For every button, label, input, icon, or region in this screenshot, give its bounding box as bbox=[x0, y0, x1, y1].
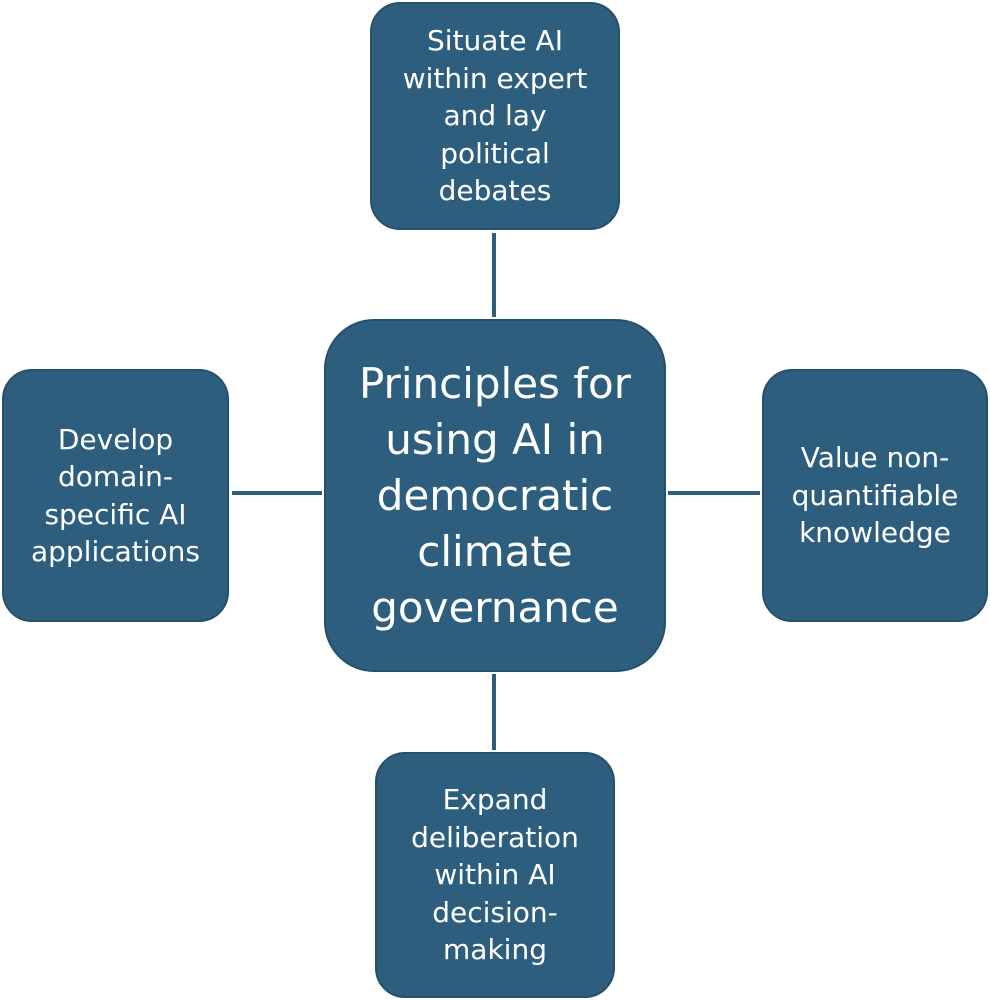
node-text-line: Principles for bbox=[358, 358, 632, 408]
node-text-line: decision- bbox=[432, 895, 558, 929]
connector-top bbox=[492, 233, 496, 317]
connector-left bbox=[232, 491, 322, 495]
node-text-line: using AI in bbox=[385, 414, 605, 464]
node-text-line: domain- bbox=[58, 460, 173, 493]
node-text-line: Value non- bbox=[800, 441, 950, 475]
node-principles-center-label: Principles for using AI in democratic cl… bbox=[359, 356, 631, 636]
node-value-non-quantifiable-label: Value non- quantifiable knowledge bbox=[792, 439, 959, 552]
node-text-line: within AI bbox=[434, 858, 556, 892]
node-principles-center: Principles for using AI in democratic cl… bbox=[324, 319, 666, 672]
node-expand-deliberation-label: Expand deliberation within AI decision- … bbox=[411, 781, 579, 969]
node-text-line: political bbox=[440, 136, 550, 170]
node-text-line: applications bbox=[30, 535, 201, 568]
node-text-line: quantifiable bbox=[791, 478, 959, 512]
node-develop-domain-specific-label: Develop domain- specific AI applications bbox=[31, 421, 200, 571]
node-expand-deliberation: Expand deliberation within AI decision- … bbox=[375, 752, 615, 998]
node-situate-ai-label: Situate AI within expert and lay politic… bbox=[403, 22, 588, 210]
connector-bottom bbox=[492, 674, 496, 750]
node-text-line: climate bbox=[417, 526, 573, 576]
node-value-non-quantifiable: Value non- quantifiable knowledge bbox=[762, 369, 988, 622]
node-text-line: knowledge bbox=[799, 516, 951, 550]
node-text-line: Develop bbox=[57, 422, 174, 456]
node-text-line: Expand bbox=[442, 783, 548, 817]
node-text-line: democratic bbox=[376, 470, 614, 520]
node-text-line: and lay bbox=[443, 99, 547, 133]
node-text-line: Situate AI bbox=[427, 24, 563, 58]
node-text-line: governance bbox=[371, 582, 619, 632]
node-develop-domain-specific: Develop domain- specific AI applications bbox=[2, 369, 229, 622]
node-text-line: deliberation bbox=[411, 820, 579, 854]
node-text-line: debates bbox=[438, 174, 552, 208]
connector-right bbox=[668, 491, 760, 495]
node-text-line: making bbox=[443, 933, 547, 967]
node-text-line: within expert bbox=[402, 61, 588, 95]
node-text-line: specific AI bbox=[44, 497, 187, 531]
node-situate-ai: Situate AI within expert and lay politic… bbox=[370, 2, 620, 230]
